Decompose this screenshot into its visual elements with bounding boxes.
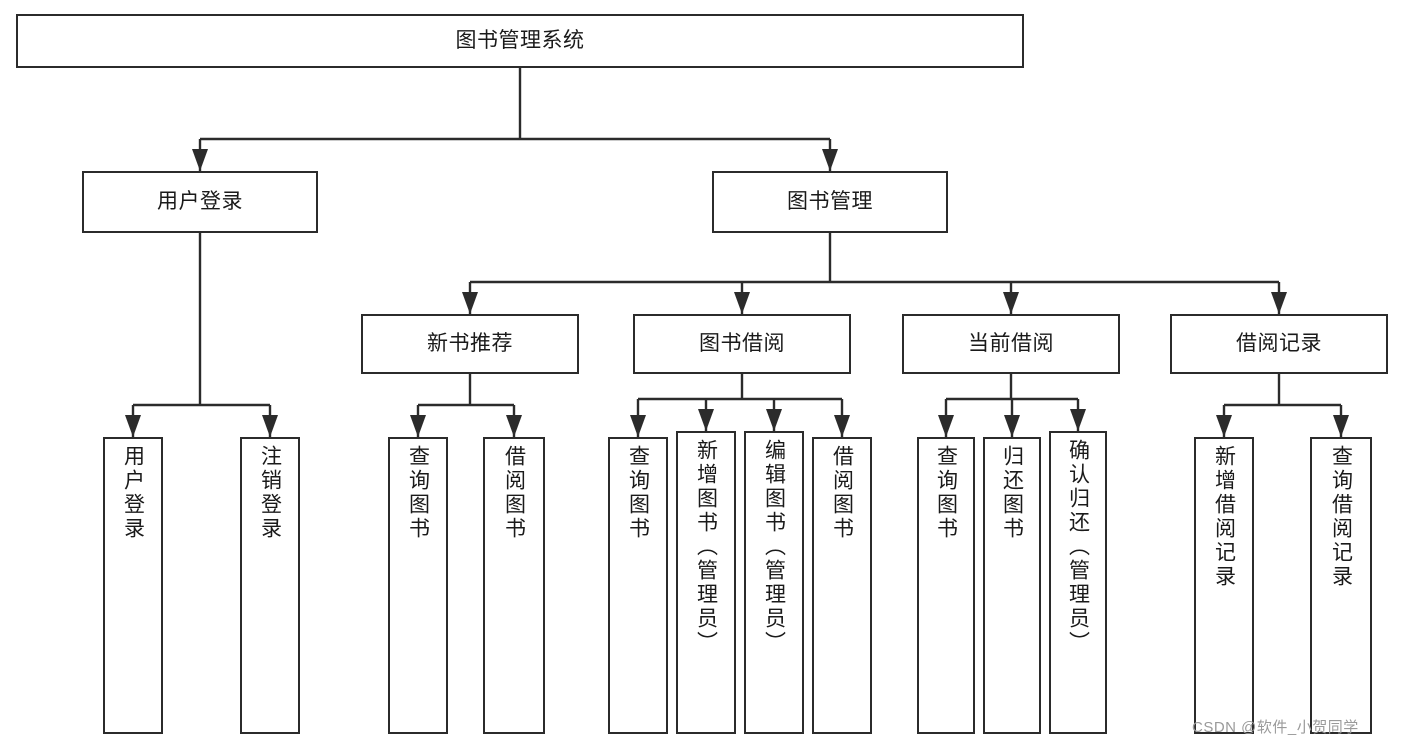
node-leaf-book-add[interactable]: 新增图书（管理员） [676,431,736,734]
node-label: 借阅图书 [502,445,526,541]
conn-user-login [125,233,278,437]
node-leaf-book-edit[interactable]: 编辑图书（管理员） [744,431,804,734]
node-label: 图书管理 [787,189,873,213]
node-label: 归还图书 [1000,445,1024,541]
node-leaf-rec-search[interactable]: 查询借阅记录 [1310,437,1372,734]
conn-new-book-rec [410,374,522,437]
node-root[interactable]: 图书管理系统 [16,14,1024,68]
conn-root [192,68,838,171]
node-label: 查询图书 [934,445,958,541]
conn-book-borrow [630,374,850,437]
node-label: 查询图书 [626,445,650,541]
node-label: 查询图书 [406,445,430,541]
node-label: 编辑图书（管理员） [762,439,786,655]
node-label: 确认归还（管理员） [1066,439,1090,655]
node-label: 借阅记录 [1236,331,1322,355]
node-label: 图书管理系统 [455,28,585,52]
node-label: 注销登录 [258,445,282,541]
node-new-book-rec[interactable]: 新书推荐 [361,314,579,374]
node-leaf-user-logout[interactable]: 注销登录 [240,437,300,734]
node-leaf-rec-borrow[interactable]: 借阅图书 [483,437,545,734]
node-leaf-cur-query[interactable]: 查询图书 [917,437,975,734]
node-label: 用户登录 [157,189,243,213]
node-label: 图书借阅 [699,331,785,355]
node-label: 新书推荐 [427,331,513,355]
conn-book-manage [462,233,1287,314]
node-user-login[interactable]: 用户登录 [82,171,318,233]
node-leaf-cur-return[interactable]: 归还图书 [983,437,1041,734]
node-current-borrow[interactable]: 当前借阅 [902,314,1120,374]
node-label: 用户登录 [121,445,145,541]
node-leaf-user-login[interactable]: 用户登录 [103,437,163,734]
node-label: 当前借阅 [968,331,1054,355]
node-leaf-rec-query[interactable]: 查询图书 [388,437,448,734]
node-leaf-rec-add[interactable]: 新增借阅记录 [1194,437,1254,734]
node-book-borrow[interactable]: 图书借阅 [633,314,851,374]
node-label: 借阅图书 [830,445,854,541]
conn-current [938,374,1086,437]
node-leaf-cur-confirm[interactable]: 确认归还（管理员） [1049,431,1107,734]
node-leaf-borrow-query[interactable]: 查询图书 [608,437,668,734]
node-borrow-record[interactable]: 借阅记录 [1170,314,1388,374]
conn-record [1216,374,1349,437]
node-book-manage[interactable]: 图书管理 [712,171,948,233]
node-label: 查询借阅记录 [1329,445,1353,589]
node-label: 新增借阅记录 [1212,445,1236,589]
node-label: 新增图书（管理员） [694,439,718,655]
node-leaf-borrow-book[interactable]: 借阅图书 [812,437,872,734]
